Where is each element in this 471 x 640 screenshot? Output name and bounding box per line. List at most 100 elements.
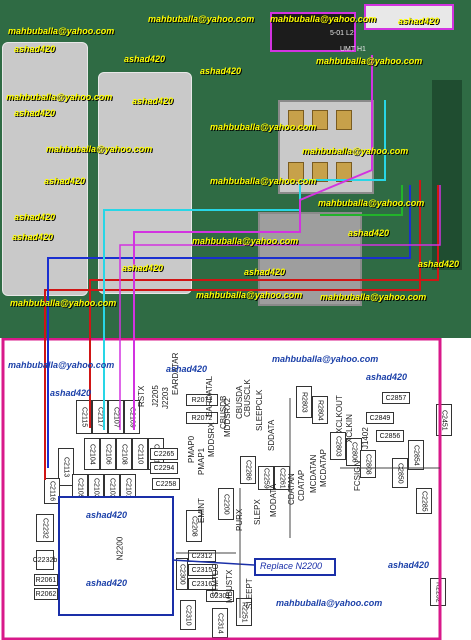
- component: C2849: [366, 412, 394, 424]
- component: C2106: [100, 438, 116, 470]
- component: C2286: [240, 456, 256, 484]
- replace-callout: Replace N2200: [254, 558, 336, 576]
- component: R2804: [312, 396, 328, 424]
- watermark: ashad420: [132, 96, 174, 106]
- component: C2856: [376, 430, 404, 442]
- component: C2232b: [33, 550, 57, 570]
- trace-red-2: [44, 180, 421, 338]
- component: C2104: [84, 438, 100, 470]
- sim-contact-2: [312, 110, 328, 130]
- component: C2265: [150, 448, 178, 460]
- component: C2301: [206, 590, 234, 602]
- watermark: ashad420: [398, 16, 440, 26]
- sim-contact-1: [288, 110, 304, 130]
- component: C2116: [44, 478, 60, 504]
- component: C2285: [416, 488, 432, 514]
- ic-n2200: N2200: [58, 496, 174, 616]
- component: C2808: [360, 450, 376, 478]
- component: C2115: [76, 400, 92, 434]
- component: R2072: [186, 412, 218, 424]
- watermark: mahbuballa@yahoo.com: [192, 236, 299, 246]
- watermark: ashad420: [366, 372, 408, 382]
- trace-overlay: [44, 55, 441, 338]
- watermark: ashad420: [200, 66, 242, 76]
- top-right-connector: [364, 4, 454, 30]
- schematic-panel: C2115 C2117 C2107 C2109 C2104 C2106 C210…: [0, 338, 471, 640]
- watermark: mahbuballa@yahoo.com: [318, 198, 425, 208]
- watermark: mahbuballa@yahoo.com: [316, 56, 423, 66]
- component: C2854: [408, 440, 424, 470]
- watermark: mahbuballa@yahoo.com: [8, 26, 115, 36]
- component: C2259: [258, 466, 274, 490]
- watermark: ashad420: [14, 108, 56, 118]
- component: C2208: [186, 510, 202, 542]
- watermark: ashad420: [124, 54, 166, 64]
- watermark: ashad420: [14, 212, 56, 222]
- schematic-frame: [1, 338, 442, 640]
- component: C2113: [58, 448, 74, 486]
- watermark: mahbuballa@yahoo.com: [10, 298, 117, 308]
- replace-label: Replace N2200: [260, 561, 323, 571]
- watermark: mahbuballa@yahoo.com: [210, 122, 317, 132]
- watermark: ashad420: [348, 228, 390, 238]
- watermark: mahbuballa@yahoo.com: [210, 176, 317, 186]
- board-marking-1: 5-01 L2: [330, 30, 354, 37]
- trace-cyan: [103, 100, 386, 338]
- sim-contact-3: [336, 110, 352, 130]
- component: R2252: [430, 578, 446, 606]
- component: R2061: [34, 574, 58, 586]
- watermark: ashad420: [86, 578, 128, 588]
- pcb-board: 5-01 L2 UMT H1 mahbuballa@yahoo.com mahb…: [0, 0, 471, 338]
- trace-blue: [47, 185, 411, 338]
- component: C2258: [152, 478, 180, 490]
- watermark: mahbuballa@yahoo.com: [46, 144, 153, 154]
- component: C2232: [36, 514, 54, 542]
- watermark: mahbuballa@yahoo.com: [196, 290, 303, 300]
- watermark: ashad420: [122, 263, 164, 273]
- component: C2316: [188, 578, 216, 590]
- component: C2294: [150, 462, 178, 474]
- component: C2310: [180, 600, 196, 630]
- component: C2300: [176, 558, 188, 590]
- watermark: ashad420: [418, 259, 460, 269]
- watermark: mahbuballa@yahoo.com: [276, 598, 383, 608]
- top-flex-connector: [270, 12, 356, 52]
- watermark: ashad420: [50, 388, 92, 398]
- watermark: mahbuballa@yahoo.com: [302, 146, 409, 156]
- watermark: ashad420: [14, 44, 56, 54]
- watermark: mahbuballa@yahoo.com: [8, 360, 115, 370]
- watermark: mahbuballa@yahoo.com: [270, 14, 377, 24]
- wire-callout: [171, 559, 255, 566]
- schematic-wires: [1, 338, 442, 640]
- component: C2109: [124, 400, 140, 434]
- watermark: mahbuballa@yahoo.com: [148, 14, 255, 24]
- component: R2803: [296, 386, 312, 418]
- component: C2101: [120, 474, 136, 502]
- component: C2110: [132, 438, 148, 470]
- component: C2857: [382, 392, 410, 404]
- component: R2071: [186, 394, 218, 406]
- watermark: ashad420: [244, 267, 286, 277]
- watermark: mahbuballa@yahoo.com: [6, 92, 113, 102]
- sim-contact-5: [312, 162, 328, 182]
- board-marking-2: UMT H1: [340, 46, 366, 53]
- sim-contact-4: [288, 162, 304, 182]
- watermark: ashad420: [12, 232, 54, 242]
- component: R2062: [34, 588, 58, 600]
- component: C2803: [330, 432, 346, 460]
- watermark: ashad420: [166, 364, 208, 374]
- left-battery-pad: [2, 42, 88, 296]
- watermark: ashad420: [86, 510, 128, 520]
- component: C2200: [218, 488, 234, 520]
- component: C2108: [116, 438, 132, 470]
- watermark: mahbuballa@yahoo.com: [320, 292, 427, 302]
- watermark: ashad420: [388, 560, 430, 570]
- watermark: ashad420: [44, 176, 86, 186]
- component: C2315: [188, 564, 216, 576]
- component: C2850: [392, 458, 408, 488]
- trace-green: [320, 185, 403, 216]
- trace-red: [89, 185, 439, 338]
- watermark: mahbuballa@yahoo.com: [272, 354, 379, 364]
- trace-magenta: [133, 55, 373, 338]
